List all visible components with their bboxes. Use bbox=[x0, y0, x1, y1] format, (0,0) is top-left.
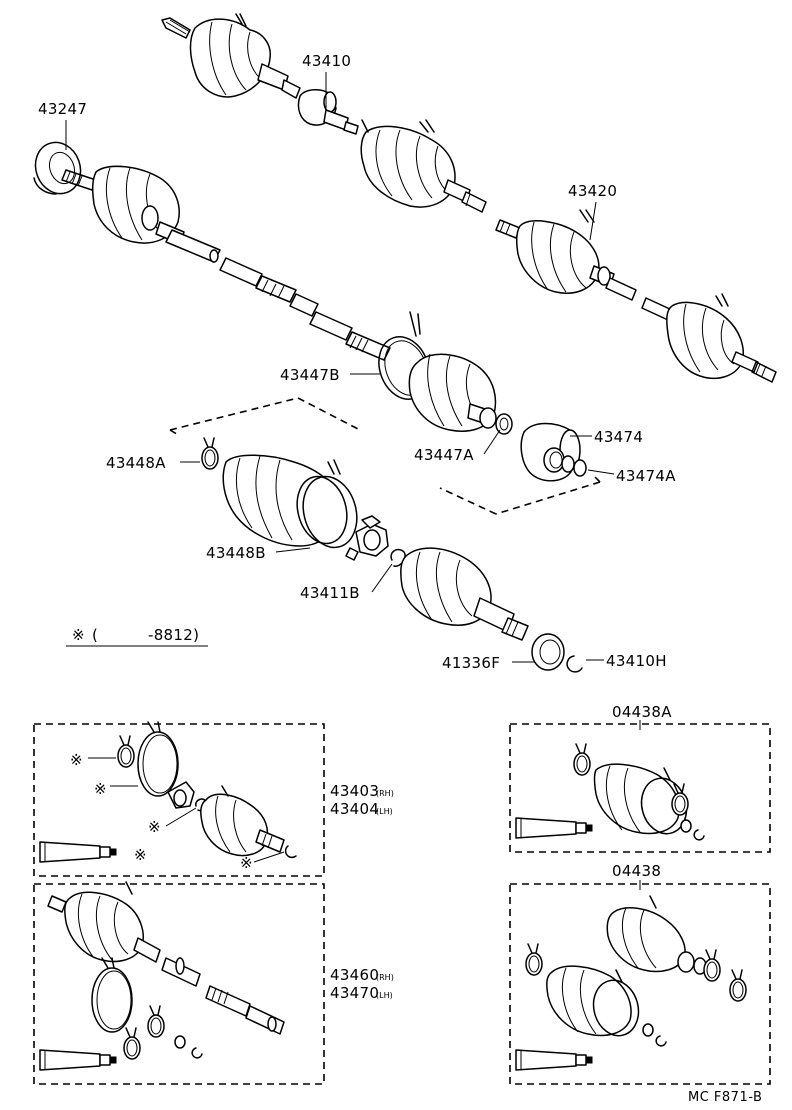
kit-mark-5: ※ bbox=[240, 854, 253, 872]
kit-mark-3: ※ bbox=[148, 818, 161, 836]
kit-box-04438A bbox=[509, 720, 771, 853]
label-43410: 43410 bbox=[302, 52, 351, 70]
production-note: ※ ( -8812) bbox=[66, 626, 208, 647]
inner-joint-with-clamp-43447B bbox=[378, 311, 513, 435]
long-drive-shaft-assembly bbox=[61, 165, 391, 361]
label-41336F: 41336F bbox=[442, 654, 500, 672]
exploded-region-outline bbox=[169, 397, 601, 515]
label-43474A: 43474A bbox=[616, 467, 676, 485]
label-04438: 04438 bbox=[612, 862, 661, 880]
upper-outer-joint-assembly bbox=[161, 13, 301, 99]
label-43470: 43470 bbox=[330, 984, 379, 1002]
label-43474: 43474 bbox=[594, 428, 643, 446]
label-43404: 43404 bbox=[330, 800, 379, 818]
clamp-43448A bbox=[201, 437, 219, 470]
label-43247: 43247 bbox=[38, 100, 87, 118]
kit-box-43403-43404: ※ ※ ※ ※ ※ bbox=[33, 721, 325, 877]
label-43447A: 43447A bbox=[414, 446, 474, 464]
dust-seal-43247 bbox=[33, 141, 82, 195]
label-43448A: 43448A bbox=[106, 454, 166, 472]
label-43448B: 43448B bbox=[206, 544, 266, 562]
note-range: -8812) bbox=[148, 626, 199, 644]
label-43410H: 43410H bbox=[606, 652, 667, 670]
leader-lines bbox=[65, 72, 615, 663]
kit-mark-4: ※ bbox=[134, 846, 147, 864]
kit-box-43460-43470 bbox=[33, 881, 325, 1085]
label-43460: 43460 bbox=[330, 966, 379, 984]
outer-housing-assembly bbox=[400, 547, 583, 673]
part-43474-assembly bbox=[520, 422, 587, 482]
part-43410-assembly bbox=[297, 89, 359, 135]
label-43420: 43420 bbox=[568, 182, 617, 200]
label-43470-side: (LH) bbox=[376, 991, 393, 1000]
label-43460-side: (RH) bbox=[376, 973, 394, 982]
kit-mark-1: ※ bbox=[70, 751, 83, 769]
label-43404-side: (LH) bbox=[376, 807, 393, 816]
figure-code: MC F871-B bbox=[688, 1090, 762, 1105]
kit-box-04438 bbox=[509, 880, 771, 1085]
label-43447B: 43447B bbox=[280, 366, 340, 384]
label-43411B: 43411B bbox=[300, 584, 360, 602]
tripod-joint bbox=[345, 515, 389, 561]
label-43403-side: (RH) bbox=[376, 789, 394, 798]
part-43420-assembly bbox=[495, 209, 637, 301]
boot-43448B bbox=[222, 454, 358, 549]
label-04438A: 04438A bbox=[612, 703, 672, 721]
label-43403: 43403 bbox=[330, 782, 379, 800]
snap-ring-43411B bbox=[390, 548, 406, 567]
right-outer-joint-assembly bbox=[641, 293, 777, 383]
kit-mark-2: ※ bbox=[94, 780, 107, 798]
note-symbol: ※ bbox=[72, 626, 85, 644]
upper-inner-joint-assembly bbox=[360, 119, 487, 213]
note-open-paren: ( bbox=[92, 626, 98, 644]
